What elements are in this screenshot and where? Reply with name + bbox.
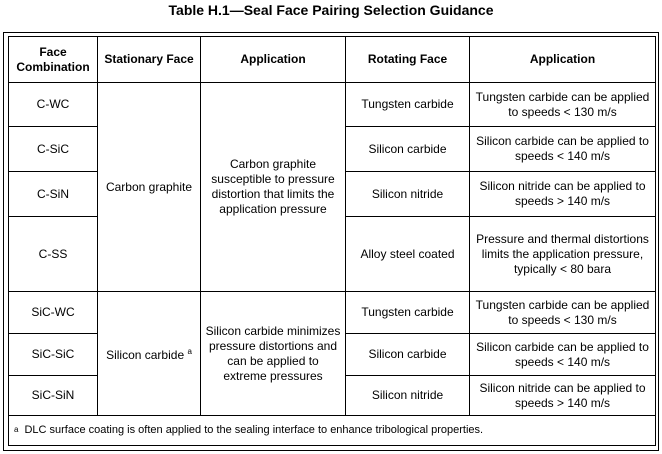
- face-combination-cell: SiC-WC: [8, 291, 98, 334]
- header-row: Face Combination Stationary Face Applica…: [8, 36, 656, 83]
- table-row: C-SS Alloy steel coated Pressure and the…: [8, 216, 656, 292]
- footnote-row: a DLC surface coating is often applied to…: [8, 415, 656, 446]
- header-rotating-face: Rotating Face: [345, 36, 470, 83]
- face-combination-cell: C-WC: [8, 82, 98, 127]
- rotating-face-cell: Silicon carbide: [345, 333, 470, 376]
- rotating-application-cell: Silicon carbide can be applied to speeds…: [469, 126, 656, 172]
- header-application: Application: [469, 36, 656, 83]
- rotating-face-cell: Tungsten carbide: [345, 82, 470, 127]
- table-row: C-SiN Silicon nitride Silicon nitride ca…: [8, 171, 656, 217]
- rotating-application-cell: Silicon carbide can be applied to speeds…: [469, 333, 656, 376]
- footnote-mark: a: [14, 425, 19, 434]
- stationary-face-label: Silicon carbide: [106, 348, 185, 362]
- rotating-face-cell: Silicon carbide: [345, 126, 470, 172]
- table-frame: [3, 32, 659, 451]
- table-row: C-WC Carbon graphite Carbon graphite sus…: [8, 82, 656, 292]
- table-row: C-SiC Silicon carbide Silicon carbide ca…: [8, 126, 656, 172]
- rotating-application-cell: Silicon nitride can be applied to speeds…: [469, 375, 656, 416]
- header-application: Application: [200, 36, 346, 83]
- seal-face-table: Face Combination Stationary Face Applica…: [8, 36, 656, 446]
- rotating-face-cell: Silicon nitride: [345, 375, 470, 416]
- stationary-face-cell: Silicon carbide a: [97, 291, 201, 416]
- header-face-combination: Face Combination: [8, 36, 98, 83]
- rotating-application-cell: Silicon nitride can be applied to speeds…: [469, 171, 656, 217]
- rotating-application-cell: Pressure and thermal distortions limits …: [469, 216, 656, 292]
- face-combination-cell: SiC-SiN: [8, 375, 98, 416]
- footnote-text: DLC surface coating is often applied to …: [24, 424, 484, 436]
- face-combination-cell: C-SS: [8, 216, 98, 292]
- stationary-application-cell: Carbon graphite susceptible to pressure …: [200, 82, 346, 292]
- rotating-face-cell: Tungsten carbide: [345, 291, 470, 334]
- rotating-application-cell: Tungsten carbide can be applied to speed…: [469, 82, 656, 127]
- table-row: SiC-WC Silicon carbide a Silicon carbide…: [8, 291, 656, 416]
- rotating-face-cell: Silicon nitride: [345, 171, 470, 217]
- stationary-face-cell: Carbon graphite: [97, 82, 201, 292]
- footnote-reference: a: [187, 347, 192, 356]
- header-stationary-face: Stationary Face: [97, 36, 201, 83]
- table-title: Table H.1—Seal Face Pairing Selection Gu…: [168, 2, 494, 18]
- table-row: SiC-SiN Silicon nitride Silicon nitride …: [8, 375, 656, 416]
- rotating-application-cell: Tungsten carbide can be applied to speed…: [469, 291, 656, 334]
- face-combination-cell: C-SiN: [8, 171, 98, 217]
- face-combination-cell: C-SiC: [8, 126, 98, 172]
- footnote-cell: a DLC surface coating is often applied to…: [8, 415, 656, 446]
- table-row: SiC-SiC Silicon carbide Silicon carbide …: [8, 333, 656, 376]
- rotating-face-cell: Alloy steel coated: [345, 216, 470, 292]
- stationary-application-cell: Silicon carbide minimizes pressure disto…: [200, 291, 346, 416]
- face-combination-cell: SiC-SiC: [8, 333, 98, 376]
